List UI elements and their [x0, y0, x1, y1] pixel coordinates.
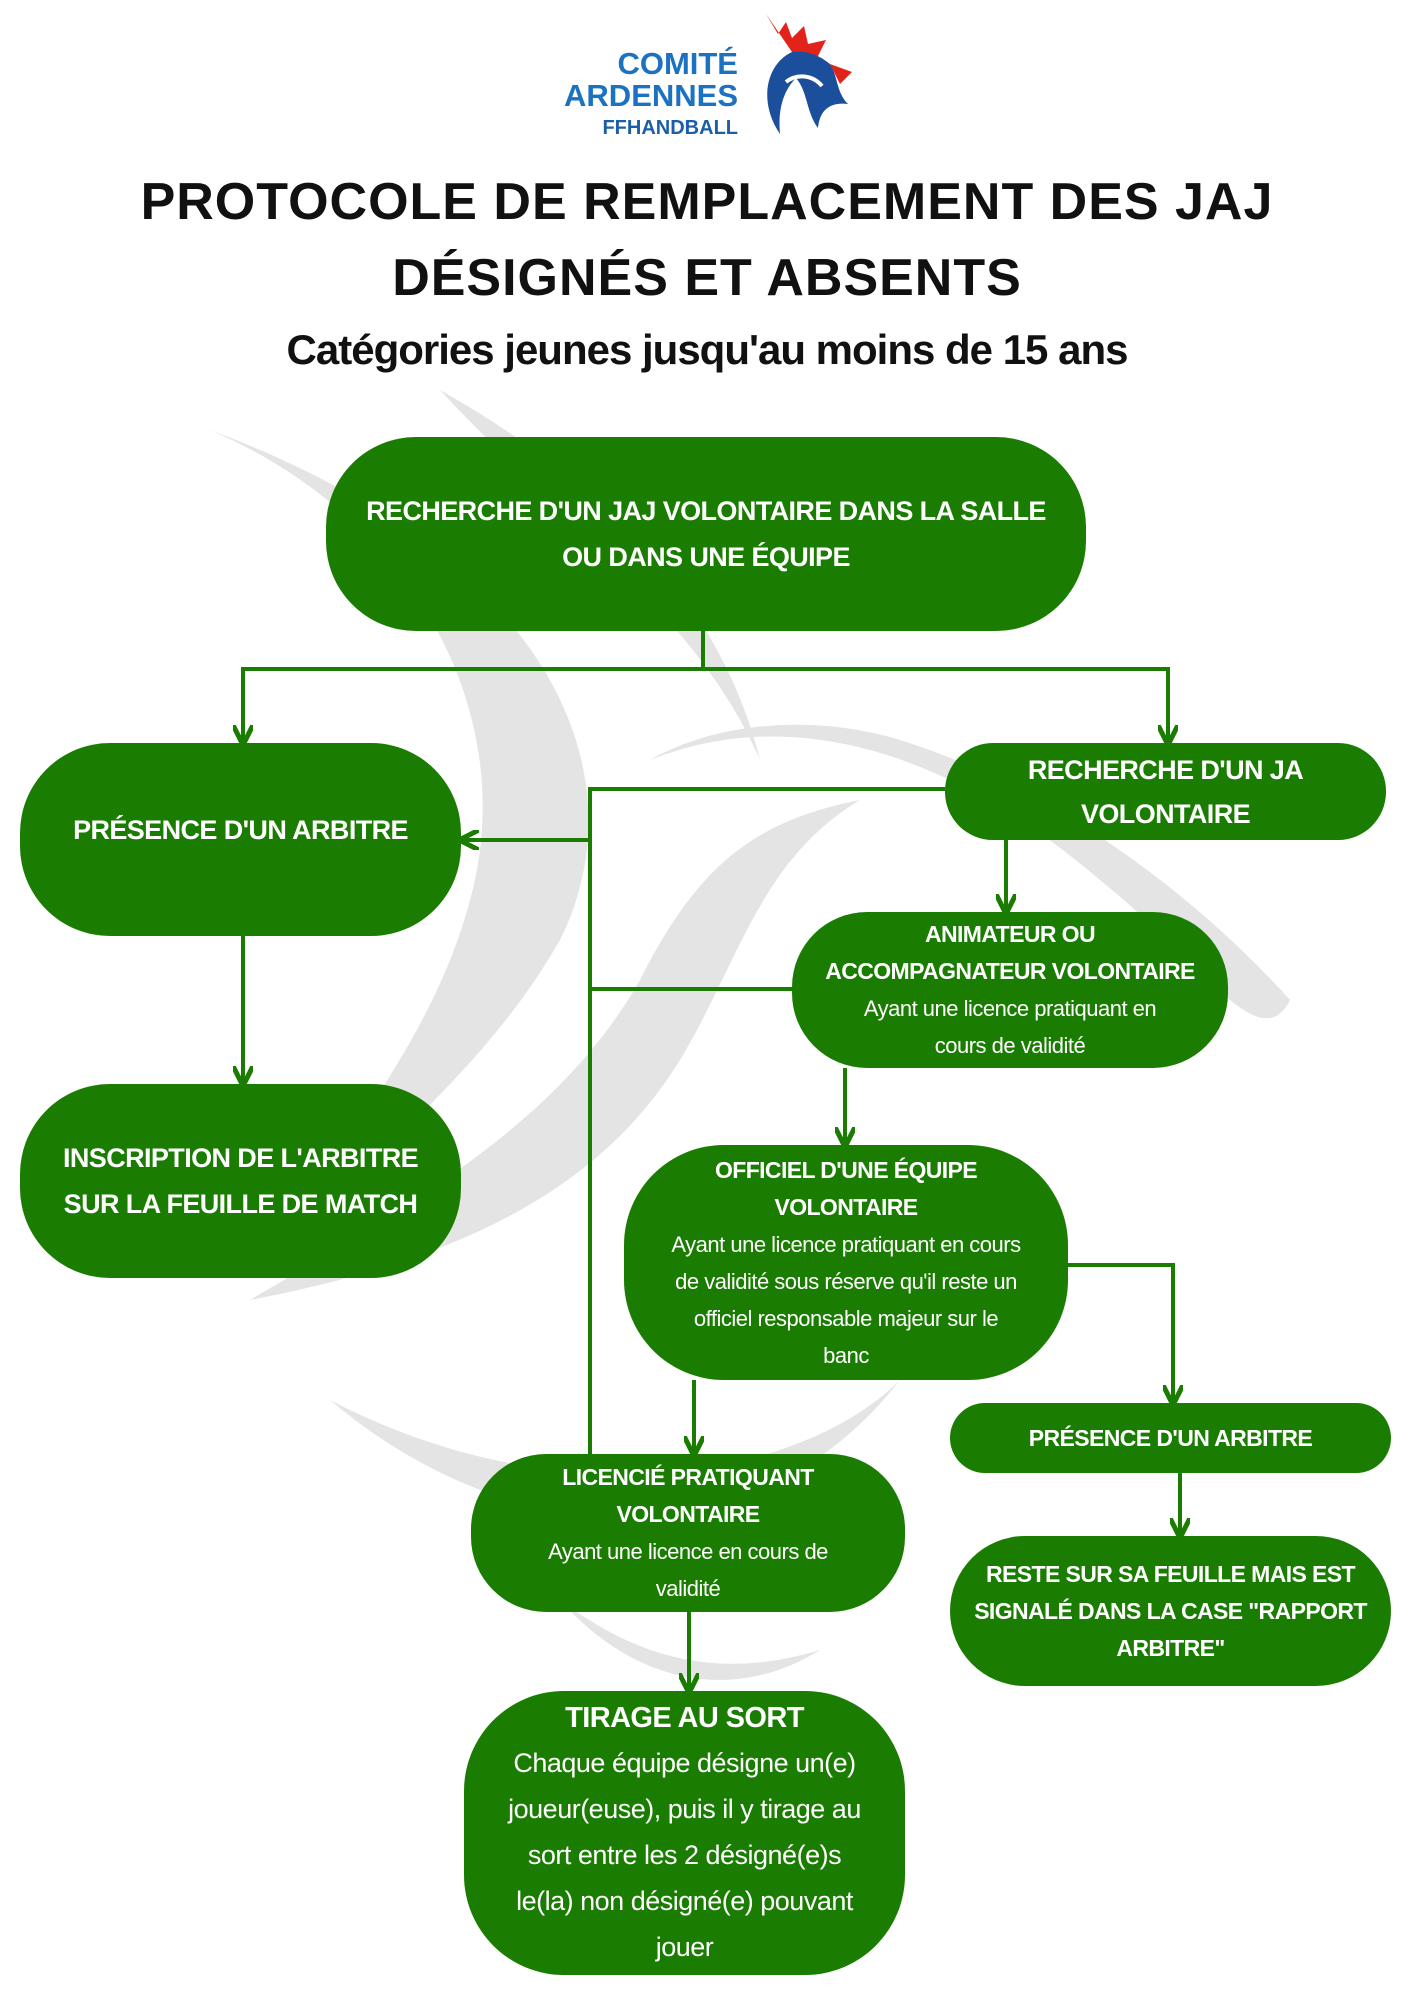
node-description: joueur(euse), puis il y tirage au [508, 1794, 861, 1824]
node-description: banc [823, 1342, 869, 1368]
node-title: SUR LA FEUILLE DE MATCH [63, 1189, 418, 1219]
node-description: sort entre les 2 désigné(e)s [527, 1840, 842, 1870]
node-description: Ayant une licence pratiquant en cours [671, 1231, 1021, 1257]
watermark-swoosh [250, 800, 860, 1300]
node-description: validité [655, 1576, 721, 1601]
logo-text-ardennes: ARDENNES [564, 78, 738, 113]
node-description: Chaque équipe désigne un(e) [513, 1748, 856, 1778]
node-description: le(la) non désigné(e) pouvant [516, 1886, 853, 1916]
node-title: PRÉSENCE D'UN ARBITRE [1028, 1424, 1313, 1451]
node-description: Ayant une licence en cours de [548, 1539, 828, 1564]
logo-text-comite: COMITÉ [617, 46, 738, 81]
logo-text-ffhandball: FFHANDBALL [602, 117, 738, 139]
page-subtitle: Catégories jeunes jusqu'au moins de 15 a… [286, 326, 1129, 373]
page-title-line1: PROTOCOLE DE REMPLACEMENT DES JAJ [140, 173, 1274, 231]
node-reste-sur-feuille: RESTE SUR SA FEUILLE MAIS EST SIGNALÉ DA… [950, 1536, 1391, 1686]
node-title: ANIMATEUR OU [925, 921, 1096, 947]
rooster-logo-icon [766, 14, 852, 134]
node-title: RECHERCHE D'UN JAJ VOLONTAIRE DANS LA SA… [366, 496, 1046, 526]
node-title: RECHERCHE D'UN JA [1027, 754, 1304, 785]
node-description: de validité sous réserve qu'il reste un [675, 1268, 1017, 1294]
node-description: jouer [655, 1932, 714, 1962]
connector-start-to-presence [243, 631, 705, 741]
node-title: VOLONTAIRE [1081, 798, 1251, 829]
node-title: INSCRIPTION DE L'ARBITRE [62, 1143, 419, 1173]
connector-officiel-to-presence-right [1068, 1263, 1173, 1401]
node-presence-arbitre-left: PRÉSENCE D'UN ARBITRE [20, 743, 461, 936]
node-title: SIGNALÉ DANS LA CASE "RAPPORT [974, 1597, 1367, 1624]
node-title: TIRAGE AU SORT [565, 1702, 804, 1734]
node-title: ARBITRE" [1116, 1634, 1225, 1661]
node-title: VOLONTAIRE [616, 1501, 760, 1527]
node-title: LICENCIÉ PRATIQUANT [562, 1464, 814, 1490]
node-officiel: OFFICIEL D'UNE ÉQUIPE VOLONTAIRE Ayant u… [624, 1145, 1068, 1380]
node-presence-arbitre-right: PRÉSENCE D'UN ARBITRE [950, 1403, 1391, 1473]
node-description: Ayant une licence pratiquant en [863, 996, 1157, 1021]
node-title: OU DANS UNE ÉQUIPE [562, 542, 850, 572]
node-recherche-ja: RECHERCHE D'UN JA VOLONTAIRE [945, 743, 1386, 840]
node-animateur: ANIMATEUR OU ACCOMPAGNATEUR VOLONTAIRE A… [792, 912, 1228, 1068]
node-licencie: LICENCIÉ PRATIQUANT VOLONTAIRE Ayant une… [471, 1454, 905, 1612]
page-title-line2: DÉSIGNÉS ET ABSENTS [392, 249, 1022, 307]
node-title: PRÉSENCE D'UN ARBITRE [73, 815, 408, 845]
node-title: VOLONTAIRE [774, 1193, 918, 1220]
node-description: cours de validité [934, 1033, 1086, 1058]
node-inscription-arbitre: INSCRIPTION DE L'ARBITRE SUR LA FEUILLE … [20, 1084, 461, 1278]
node-title: RESTE SUR SA FEUILLE MAIS EST [986, 1560, 1356, 1587]
watermark-swoosh [210, 430, 589, 1280]
node-description: officiel responsable majeur sur le [693, 1305, 999, 1331]
node-title: OFFICIEL D'UNE ÉQUIPE [714, 1156, 978, 1183]
node-tirage-au-sort: TIRAGE AU SORT Chaque équipe désigne un(… [464, 1691, 905, 1975]
connector-trunk [588, 787, 945, 1454]
connector-start-to-recherche-ja [703, 667, 1168, 741]
node-start: RECHERCHE D'UN JAJ VOLONTAIRE DANS LA SA… [326, 437, 1086, 631]
node-title: ACCOMPAGNATEUR VOLONTAIRE [825, 958, 1195, 984]
